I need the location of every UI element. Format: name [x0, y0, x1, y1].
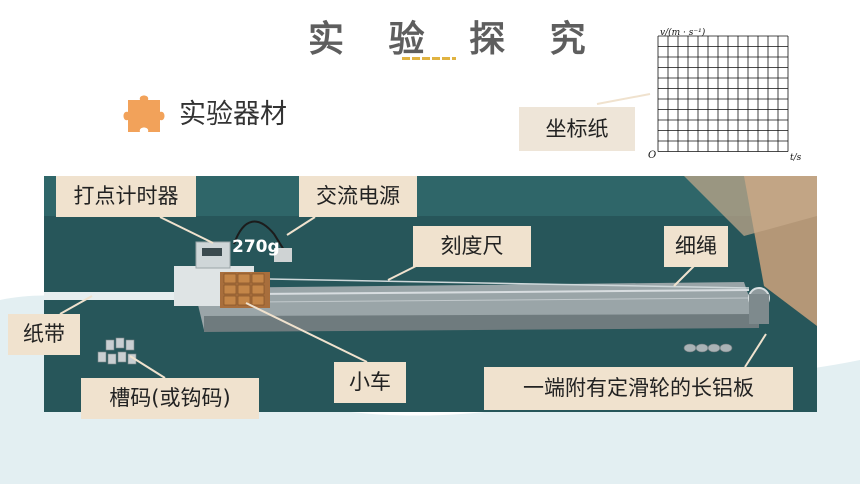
callout-timer: 打点计时器 [56, 176, 196, 217]
string [268, 278, 750, 289]
callout-string: 细绳 [664, 226, 728, 267]
callout-ruler: 刻度尺 [413, 226, 531, 267]
page-title: 实 验 探 究 [308, 18, 602, 60]
graph-grid [657, 35, 789, 152]
callout-board: 一端附有定滑轮的长铝板 [484, 367, 793, 410]
slotted-weights [683, 343, 733, 353]
callout-cart: 小车 [334, 362, 406, 403]
callout-graph-paper: 坐标纸 [519, 107, 635, 151]
mass-label: 270g [232, 237, 280, 257]
graph-x-axis-label: t/s [790, 153, 802, 163]
callout-weights: 槽码(或钩码) [81, 378, 259, 419]
puzzle-icon [123, 95, 165, 132]
graph-paper: v/(m · s⁻¹) t/s O [648, 27, 802, 163]
title-underline [402, 57, 456, 60]
paper-tape [44, 292, 214, 300]
power-supply [274, 248, 292, 262]
callout-tape: 纸带 [8, 314, 80, 355]
graph-origin-label: O [648, 150, 656, 161]
section-label: 实验器材 [179, 99, 287, 130]
callout-power: 交流电源 [299, 176, 417, 217]
graph-y-axis-label: v/(m · s⁻¹) [660, 27, 706, 38]
